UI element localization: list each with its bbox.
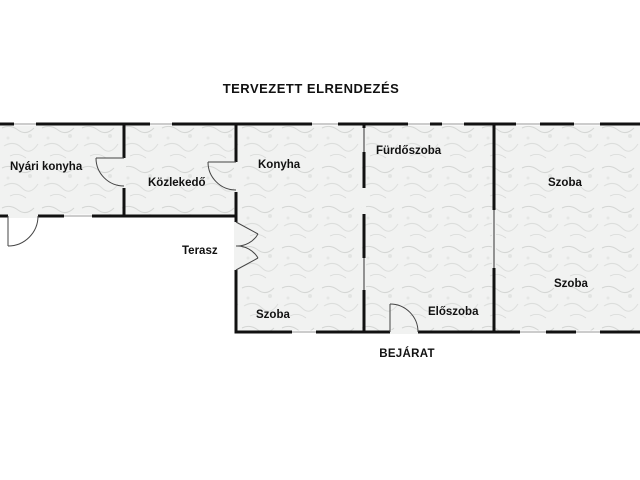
- entrance-label: BEJÁRAT: [379, 347, 435, 360]
- label-terasz: Terasz: [182, 245, 218, 257]
- label-szoba-right-bottom: Szoba: [554, 278, 588, 290]
- floor-kozlekedo: [124, 124, 236, 216]
- door-terasz-double: [235, 221, 259, 271]
- door-kozlekedo: [207, 161, 237, 191]
- door-exterior-left: [7, 215, 39, 247]
- doors: [7, 157, 419, 333]
- plan-title: TERVEZETT ELRENDEZÉS: [223, 81, 400, 96]
- room-labels: Nyári konyha Közlekedő Konyha Fürdőszoba…: [10, 145, 588, 321]
- floor-nyari-konyha: [0, 124, 124, 216]
- thin-partitions: [363, 128, 495, 290]
- floor-szoba-right: [494, 124, 640, 332]
- door-entrance: [389, 303, 419, 333]
- label-furdoszoba: Fürdőszoba: [376, 145, 442, 157]
- label-szoba-right-top: Szoba: [548, 177, 582, 189]
- window-glass: [14, 123, 600, 333]
- floor-konyha-szoba: [236, 124, 364, 332]
- label-konyha: Konyha: [258, 159, 301, 171]
- label-eloszoba: Előszoba: [428, 306, 479, 318]
- label-szoba-bottom: Szoba: [256, 309, 290, 321]
- label-nyari-konyha: Nyári konyha: [10, 161, 83, 173]
- door-nyari-konyha: [95, 157, 125, 187]
- floor-areas: [0, 124, 640, 332]
- floor-furdoszoba-eloszoba: [364, 124, 494, 332]
- label-kozlekedo: Közlekedő: [148, 177, 206, 189]
